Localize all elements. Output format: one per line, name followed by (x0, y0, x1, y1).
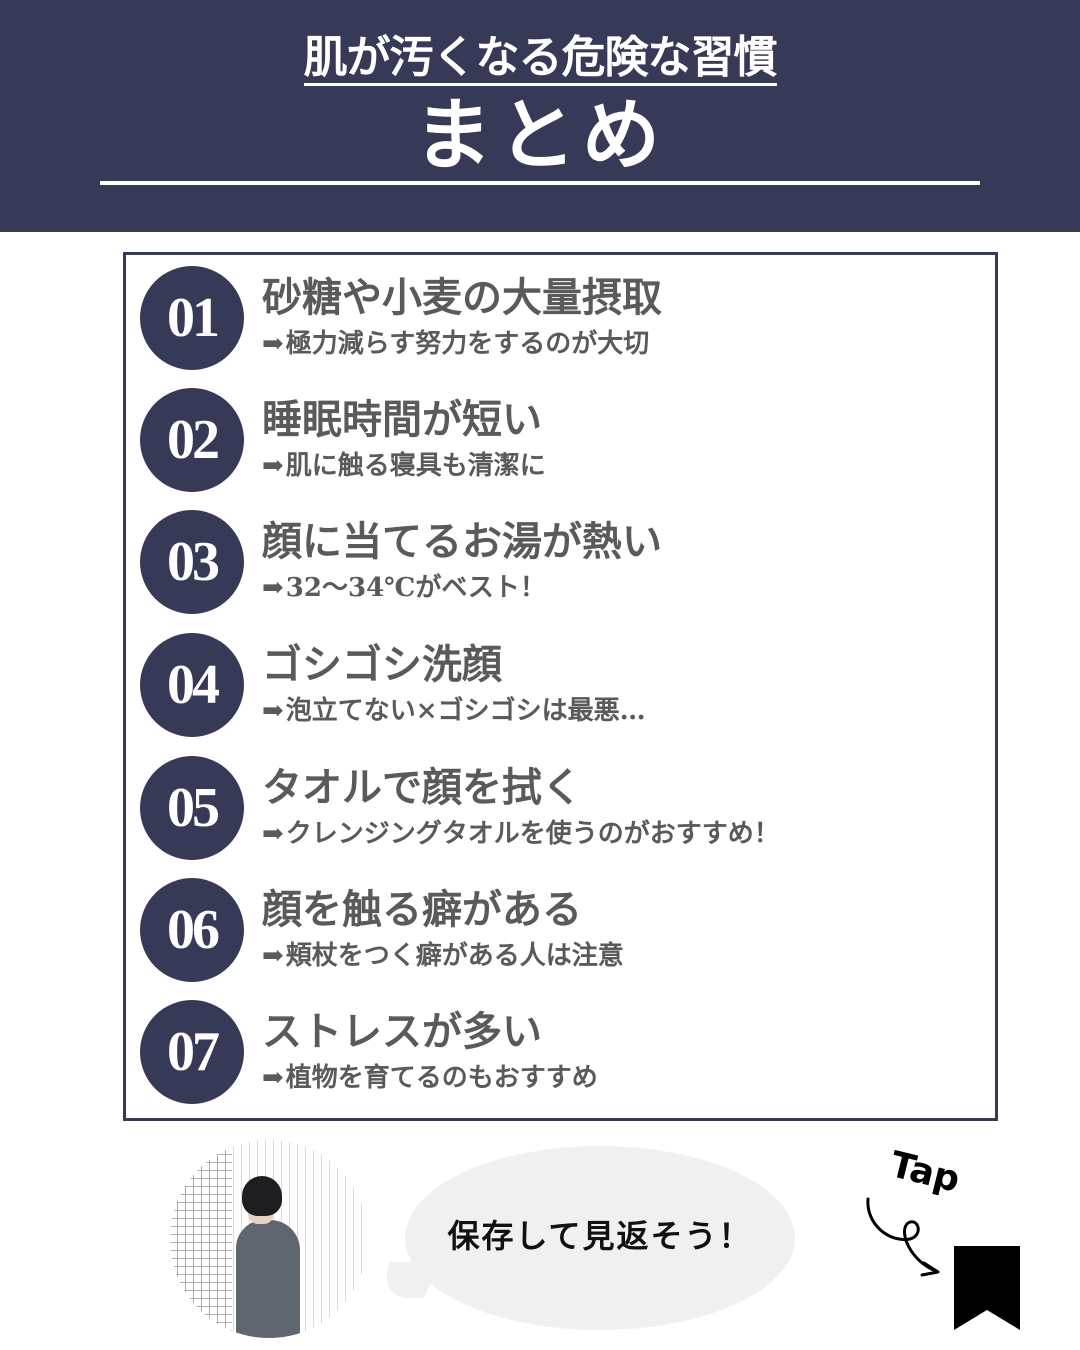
list-item: 07 ストレスが多い ➡植物を育てるのもおすすめ (140, 1000, 980, 1106)
header-subtitle-text: 肌が汚くなる危険な習慣 (303, 32, 778, 86)
item-number-badge: 03 (140, 510, 244, 614)
item-note: ➡植物を育てるのもおすすめ (262, 1062, 598, 1094)
item-number-badge: 06 (140, 878, 244, 982)
bookmark-icon[interactable] (954, 1246, 1020, 1330)
item-note-text: 極力減らす努力をするのが大切 (285, 329, 650, 359)
arrow-right-icon: ➡ (262, 696, 284, 726)
list-item: 02 睡眠時間が短い ➡肌に触る寝具も清潔に (140, 388, 980, 494)
habits-list: 01 砂糖や小麦の大量摂取 ➡極力減らす努力をするのが大切 02 睡眠時間が短い… (123, 252, 998, 1121)
item-heading: ゴシゴシ洗顔 (262, 641, 502, 688)
header-banner: 肌が汚くなる危険な習慣 まとめ (0, 0, 1080, 232)
item-heading: ストレスが多い (262, 1008, 542, 1055)
item-note: ➡頬杖をつく癖がある人は注意 (262, 940, 624, 972)
item-note: ➡泡立てない×ゴシゴシは最悪… (262, 695, 646, 727)
item-number-badge: 04 (140, 633, 244, 737)
item-number-badge: 01 (140, 266, 244, 370)
item-note-text: 植物を育てるのもおすすめ (285, 1063, 598, 1093)
speech-bubble (405, 1146, 795, 1330)
speech-bubble-text: 保存して見返そう！ (447, 1217, 753, 1255)
list-item: 01 砂糖や小麦の大量摂取 ➡極力減らす努力をするのが大切 (140, 266, 980, 372)
arrow-right-icon: ➡ (262, 941, 284, 971)
item-heading: 顔を触る癖がある (262, 886, 582, 933)
header-divider (100, 181, 980, 185)
item-heading: 睡眠時間が短い (262, 396, 542, 443)
list-item: 06 顔を触る癖がある ➡頬杖をつく癖がある人は注意 (140, 878, 980, 984)
tap-label: Tap (886, 1144, 964, 1201)
item-number-badge: 05 (140, 756, 244, 860)
list-item: 05 タオルで顔を拭く ➡クレンジングタオルを使うのがおすすめ！ (140, 756, 980, 862)
avatar-background-grid-lines (170, 1140, 232, 1338)
arrow-right-icon: ➡ (262, 451, 284, 481)
item-note-text: クレンジングタオルを使うのがおすすめ！ (285, 819, 780, 849)
list-item: 03 顔に当てるお湯が熱い ➡32〜34℃がベスト！ (140, 510, 980, 616)
list-item: 04 ゴシゴシ洗顔 ➡泡立てない×ゴシゴシは最悪… (140, 633, 980, 739)
person-hair (242, 1176, 282, 1216)
header-title: まとめ (413, 91, 666, 181)
item-heading: タオルで顔を拭く (262, 764, 582, 811)
item-number-badge: 07 (140, 1000, 244, 1104)
item-note: ➡32〜34℃がベスト！ (262, 572, 546, 604)
curly-arrow-icon (866, 1197, 940, 1277)
arrow-right-icon: ➡ (262, 1063, 284, 1093)
item-note: ➡クレンジングタオルを使うのがおすすめ！ (262, 818, 780, 850)
item-note: ➡極力減らす努力をするのが大切 (262, 328, 649, 360)
arrow-right-icon: ➡ (262, 573, 284, 603)
item-note-text: 泡立てない×ゴシゴシは最悪… (285, 696, 646, 726)
item-heading: 顔に当てるお湯が熱い (262, 518, 662, 565)
arrow-right-icon: ➡ (262, 329, 284, 359)
item-note-text: 肌に触る寝具も清潔に (285, 451, 546, 481)
header-subtitle: 肌が汚くなる危険な習慣 (0, 30, 1080, 86)
arrow-right-icon: ➡ (262, 819, 284, 849)
item-note-text: 32〜34℃がベスト！ (285, 573, 546, 603)
item-heading: 砂糖や小麦の大量摂取 (262, 274, 662, 321)
avatar (170, 1140, 368, 1338)
item-note: ➡肌に触る寝具も清潔に (262, 450, 546, 482)
person-body (236, 1220, 300, 1338)
item-number-badge: 02 (140, 388, 244, 492)
item-note-text: 頬杖をつく癖がある人は注意 (285, 941, 624, 971)
